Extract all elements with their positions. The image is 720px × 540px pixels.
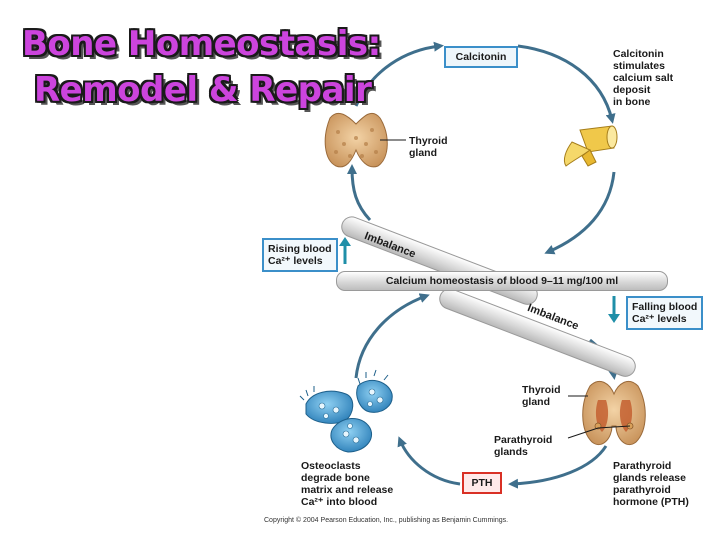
parathyroid-release-label: Parathyroid glands release parathyroid h… [613,460,689,508]
calcitonin-box: Calcitonin [444,46,518,68]
page-title-line1: Bone Homeostasis: [22,24,381,64]
imbalance-bar-top [341,216,538,305]
parathyroid-leader-line-2 [597,425,631,429]
copyright-text: Copyright © 2004 Pearson Education, Inc.… [264,517,509,524]
cycle-arrow-to-bone [517,44,616,124]
rising-blood-calcium-box: Rising blood Ca²⁺ levels [262,238,338,272]
cycle-arrow-to-homeostasis-lower [354,293,430,379]
pth-box: PTH [462,472,502,494]
cycle-arrow-to-calcitonin [354,41,444,107]
calcium-homeostasis-bar: Calcium homeostasis of blood 9–11 mg/100… [336,271,668,291]
imbalance-bar-bottom [439,288,636,377]
thyroid-gland-label: Thyroid gland [409,135,448,159]
falling-blood-calcium-box: Falling blood Ca²⁺ levels [626,296,704,330]
cycle-arrow-to-thyroid [347,164,372,222]
cycle-arrow-to-pth [508,445,608,489]
calcitonin-effect-label: Calcitonin stimulates calcium salt depos… [613,48,674,108]
rising-arrow-icon [339,237,351,264]
thyroid-gland-lower-label: Thyroid gland [522,384,561,408]
cycle-arrow-to-osteoclasts [397,436,461,486]
parathyroid-glands-label: Parathyroid glands [494,434,553,458]
parathyroid-icon [582,381,646,446]
thyroid-gland-icon [324,112,388,168]
cycle-arrow-to-homeostasis [544,171,616,255]
bone-icon [563,125,618,167]
osteoclasts-label: Osteoclasts degrade bone matrix and rele… [301,460,394,508]
parathyroid-leader-line-1 [567,427,599,439]
page-title-line2: Remodel & Repair [34,70,372,110]
osteoclast-icon [299,369,393,453]
falling-arrow-icon [608,296,620,323]
